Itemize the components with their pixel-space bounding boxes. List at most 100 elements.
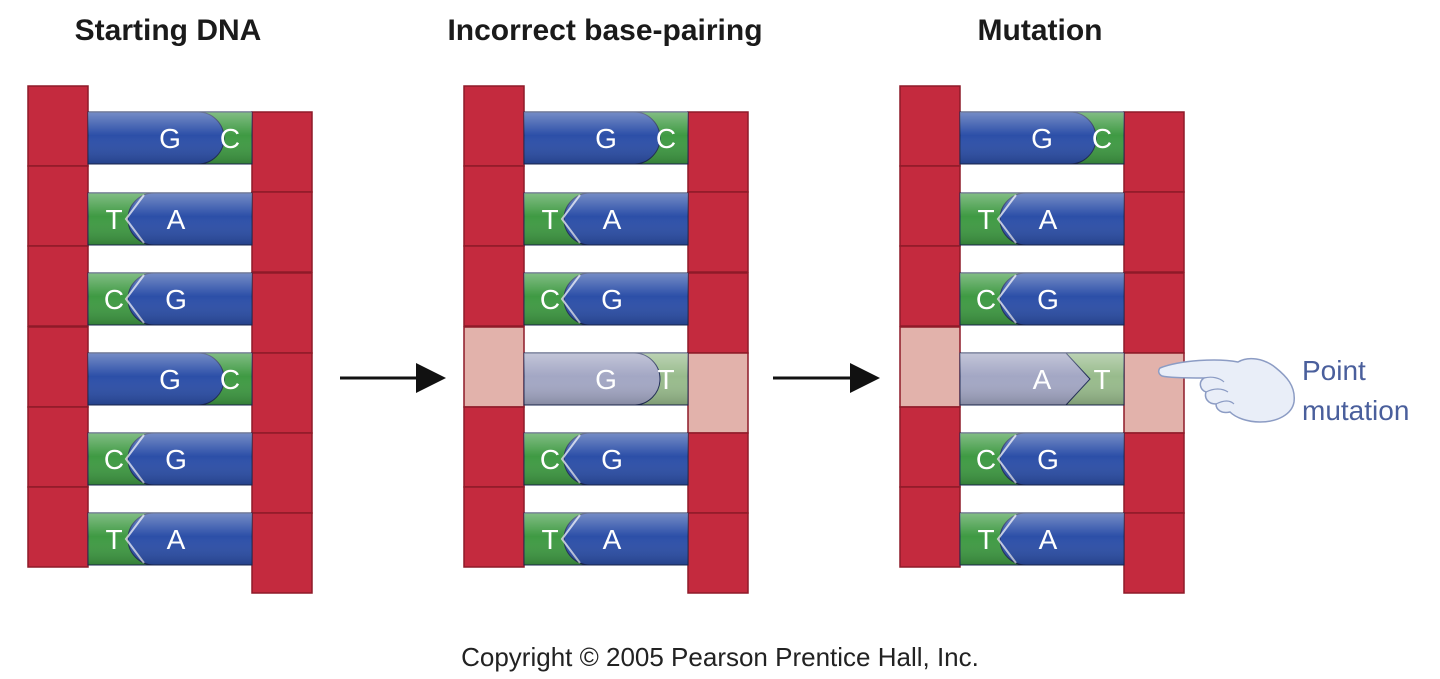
base-left (959, 352, 1091, 406)
base-letter-right: A (603, 204, 622, 235)
base-left (523, 111, 661, 165)
backbone-left-segment (463, 85, 525, 167)
base-right-purine (127, 512, 253, 566)
backbone-left-segment (27, 486, 89, 568)
backbone-left-segment (899, 85, 961, 167)
backbone-left-segment (27, 165, 89, 247)
base-letter-right: A (1039, 524, 1058, 555)
base-letter-left: T (541, 524, 558, 555)
base-right-purine (999, 512, 1125, 566)
backbone-right-segment (251, 191, 313, 273)
point-mutation-label-line1: Point (1302, 355, 1366, 386)
base-right-purine (999, 272, 1125, 326)
backbone-left-segment (899, 326, 961, 408)
base-letter-left: G (1031, 123, 1053, 154)
backbone-right-segment (1123, 512, 1185, 594)
backbone-right-segment (687, 111, 749, 193)
backbone-right-segment (251, 432, 313, 514)
base-letter-left: T (977, 524, 994, 555)
base-right-purine (999, 432, 1125, 486)
backbone-right-segment (251, 352, 313, 434)
backbone-left-segment (27, 326, 89, 408)
backbone-right-segment (1123, 111, 1185, 193)
base-right-purine (563, 512, 689, 566)
backbone-right-segment (687, 432, 749, 514)
base-letter-right: T (1093, 364, 1110, 395)
base-letter-left: A (1033, 364, 1052, 395)
base-letter-right: C (220, 123, 240, 154)
backbone-right-segment (687, 512, 749, 594)
base-letter-left: C (104, 284, 124, 315)
base-right-purine (563, 192, 689, 246)
base-right-purine (127, 432, 253, 486)
backbone-left-segment (899, 406, 961, 488)
base-letter-right: G (1037, 444, 1059, 475)
base-right-purine (127, 192, 253, 246)
base-letter-left: T (977, 204, 994, 235)
base-letter-left: C (540, 444, 560, 475)
backbone-right-segment (687, 272, 749, 354)
base-right-purine (563, 272, 689, 326)
base-letter-left: G (159, 364, 181, 395)
base-letter-right: G (1037, 284, 1059, 315)
base-letter-right: G (601, 444, 623, 475)
pointing-hand-icon (1157, 357, 1295, 423)
backbone-right-segment (1123, 432, 1185, 514)
backbone-left-segment (899, 165, 961, 247)
base-right-purine (127, 272, 253, 326)
backbone-left-segment (27, 85, 89, 167)
backbone-right-segment (687, 191, 749, 273)
backbone-right-segment (687, 352, 749, 434)
base-right-purine (563, 432, 689, 486)
base-left (87, 111, 225, 165)
backbone-right-segment (251, 272, 313, 354)
backbone-left-segment (899, 245, 961, 327)
base-letter-right: G (165, 444, 187, 475)
backbone-left-segment (27, 406, 89, 488)
base-letter-right: A (167, 204, 186, 235)
panel-title-incorrect-base-pairing: Incorrect base-pairing (447, 14, 762, 47)
backbone-left-segment (27, 245, 89, 327)
backbone-left-segment (463, 245, 525, 327)
backbone-right-segment (1123, 272, 1185, 354)
copyright-notice: Copyright © 2005 Pearson Prentice Hall, … (461, 642, 979, 672)
base-letter-right: G (165, 284, 187, 315)
panel-title-mutation: Mutation (978, 14, 1103, 47)
base-letter-right: A (603, 524, 622, 555)
base-letter-left: G (159, 123, 181, 154)
backbone-left-segment (463, 165, 525, 247)
base-letter-left: C (976, 284, 996, 315)
base-left (87, 352, 225, 406)
backbone-left-segment (899, 486, 961, 568)
base-letter-right: C (656, 123, 676, 154)
base-right-purine (999, 192, 1125, 246)
backbone-left-segment (463, 486, 525, 568)
base-letter-left: T (105, 524, 122, 555)
panel-title-starting-dna: Starting DNA (75, 14, 262, 47)
base-letter-left: G (595, 364, 617, 395)
base-letter-right: T (657, 364, 674, 395)
base-letter-right: C (220, 364, 240, 395)
base-left (959, 111, 1097, 165)
base-letter-left: G (595, 123, 617, 154)
